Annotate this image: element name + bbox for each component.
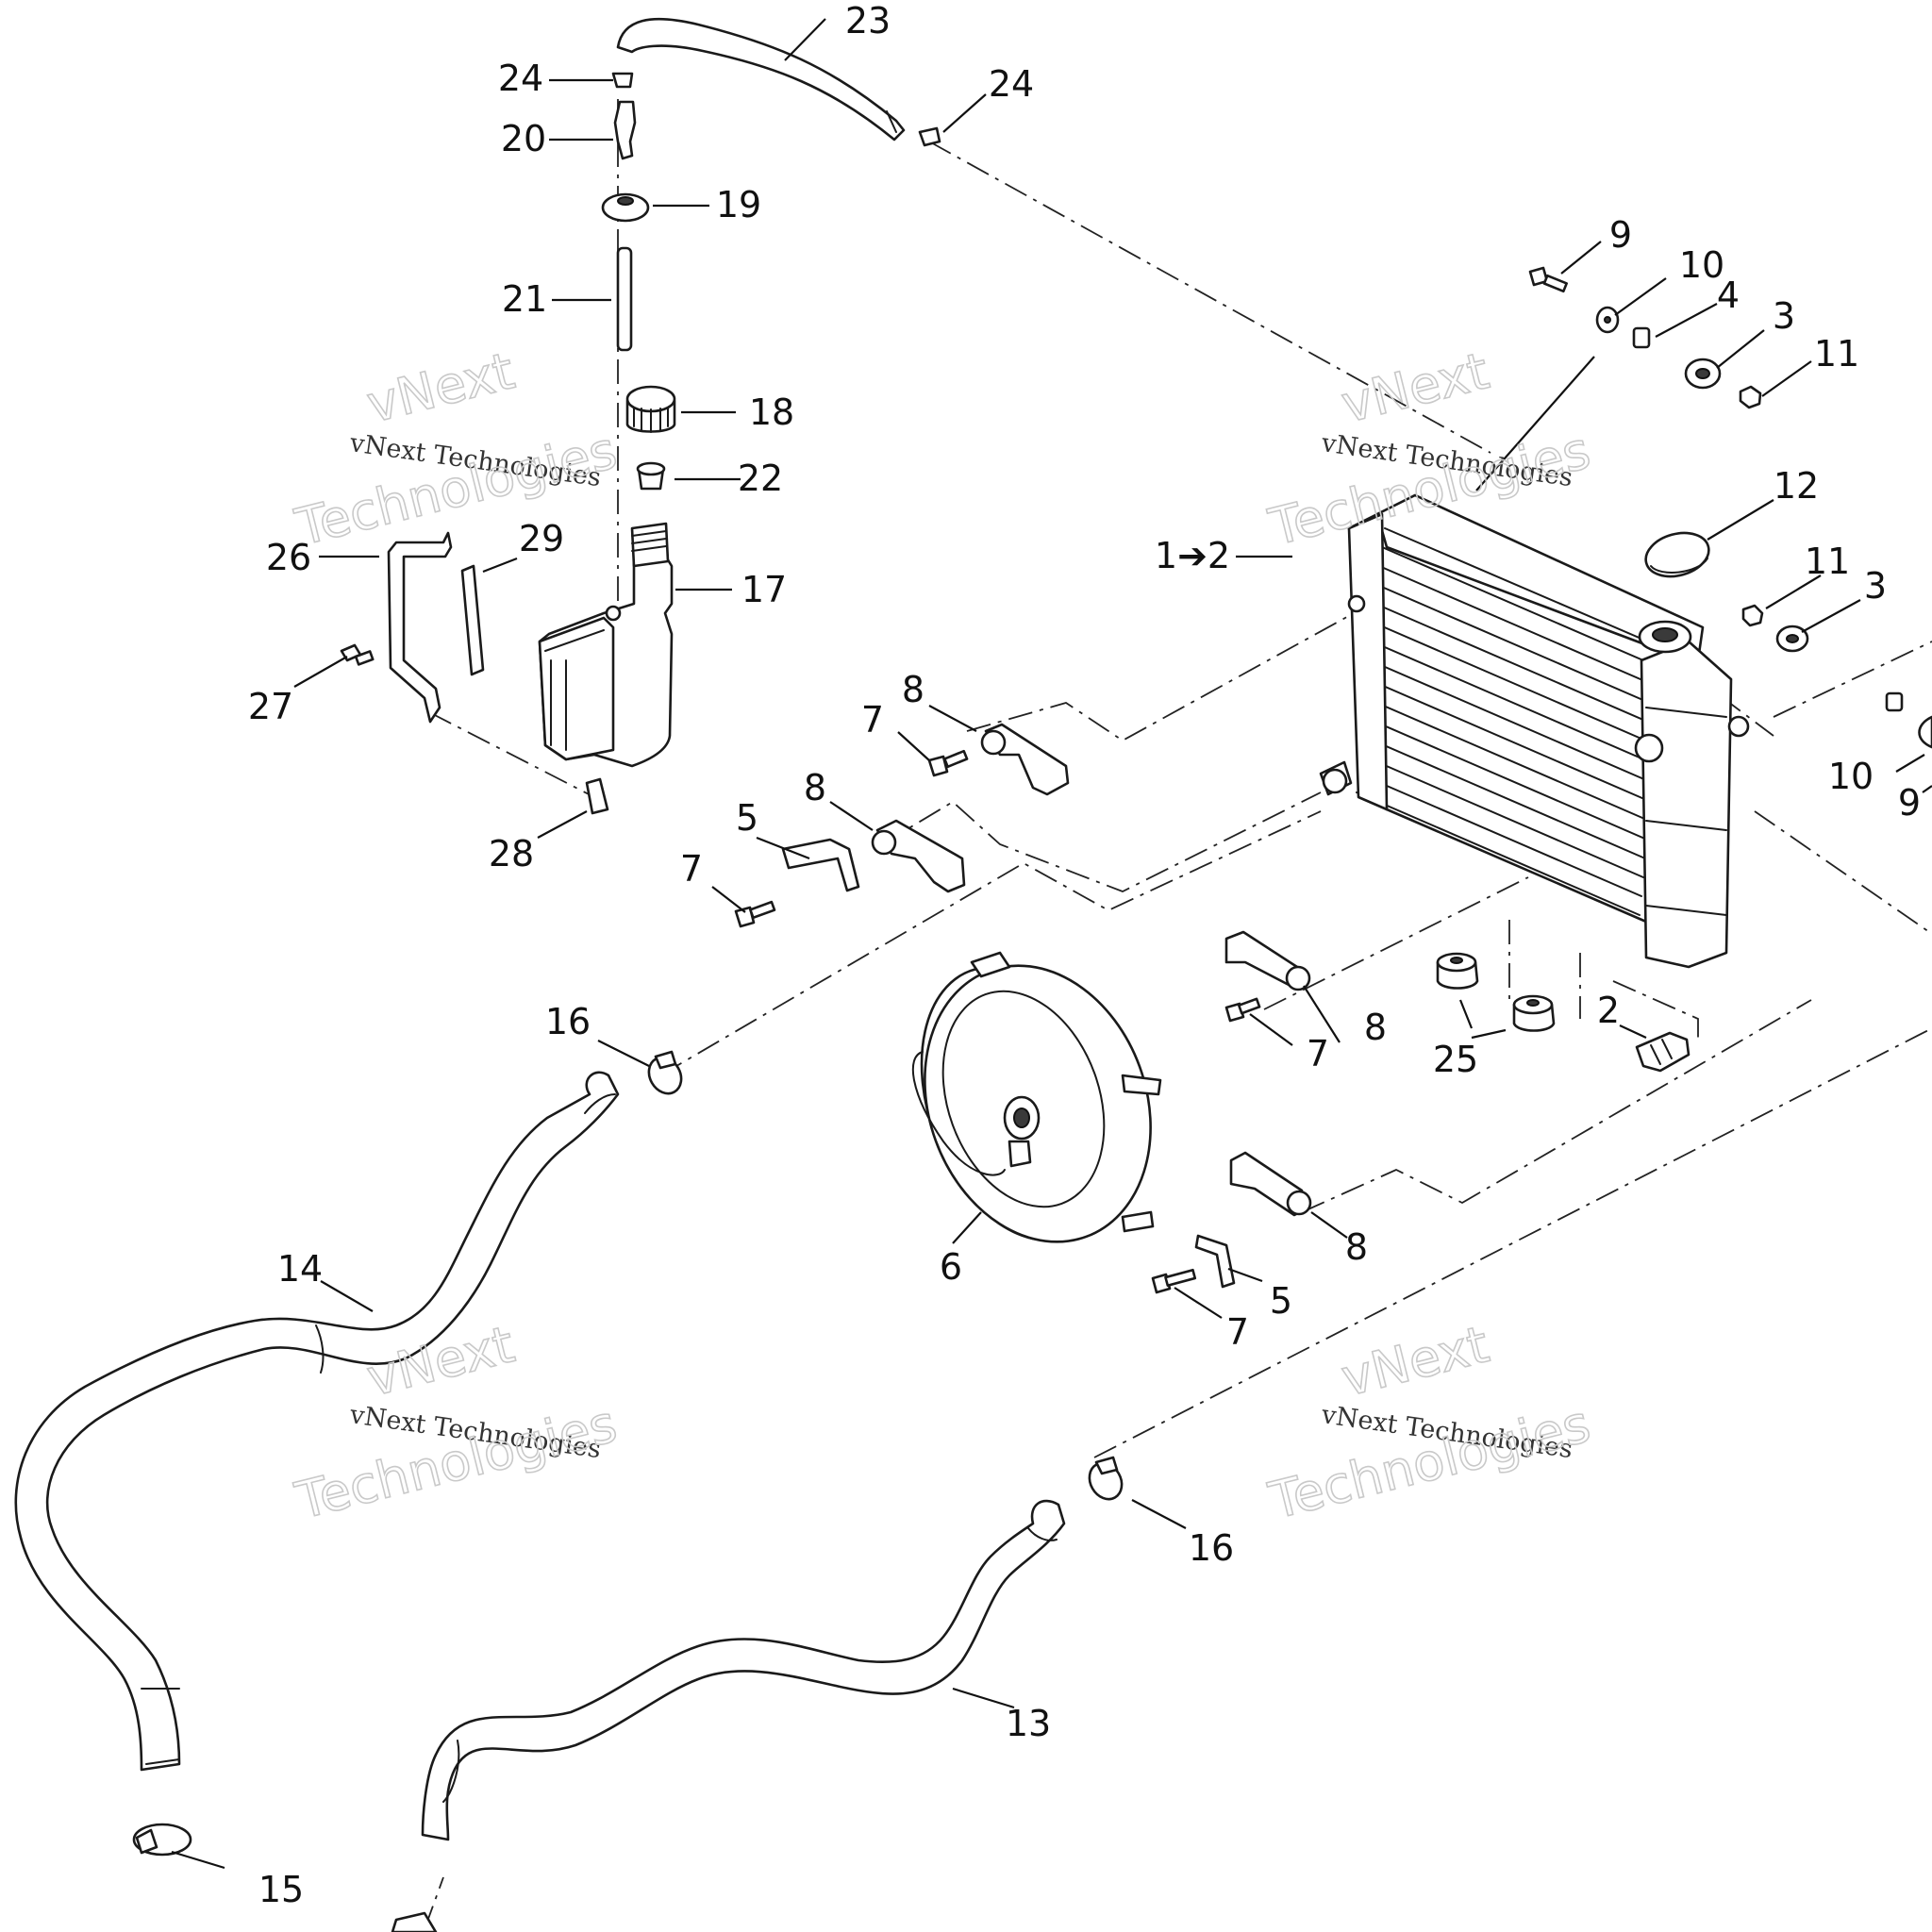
- hose-clamp-lower: [1088, 1456, 1124, 1501]
- callout-14: 14: [277, 1248, 323, 1290]
- callout-9-top: 9: [1609, 214, 1632, 256]
- callout-6: 6: [940, 1246, 962, 1288]
- spacer-right: [1885, 691, 1904, 712]
- hose-clamp-upper: [647, 1050, 683, 1095]
- strap-bolt: [340, 643, 375, 666]
- cooling-fan: [911, 951, 1162, 1243]
- breather-tube: [616, 246, 633, 352]
- callout-25: 25: [1433, 1039, 1478, 1080]
- coolant-reservoir: [538, 522, 674, 768]
- callout-labels: 23 24 24 20 19 21 18 22 17 26 29 27 28 9…: [248, 0, 1921, 1910]
- grommet: [601, 192, 650, 223]
- bracket-bottom: [1229, 1151, 1312, 1217]
- callout-10-right: 10: [1828, 756, 1874, 797]
- rubber-grommet-mid: [1775, 625, 1809, 653]
- callout-3-top: 3: [1773, 295, 1795, 337]
- radiator-hose-upper: [14, 1071, 620, 1772]
- spacer-top: [1632, 326, 1651, 349]
- bracket-mid: [871, 819, 966, 893]
- rubber-mount-right: [1512, 994, 1556, 1032]
- clip-nut: [585, 777, 609, 815]
- bolt-mid-left: [734, 900, 776, 928]
- mount-bolt-top: [1528, 266, 1568, 293]
- plate-bottom: [1194, 1234, 1236, 1289]
- hose-clamp-small-right: [918, 126, 941, 147]
- callout-13: 13: [1006, 1703, 1051, 1744]
- hose-clamp-bottom: [132, 1823, 192, 1857]
- callout-5-bottom: 5: [1270, 1280, 1292, 1322]
- callout-4: 4: [1717, 275, 1740, 316]
- rubber-grommet-top: [1684, 358, 1722, 390]
- watermark-vnext: vNext: [1336, 341, 1494, 434]
- washer-top: [1595, 306, 1620, 334]
- callout-27: 27: [248, 686, 293, 727]
- callout-2: 2: [1597, 990, 1620, 1031]
- callout-8-bottom: 8: [1345, 1226, 1368, 1268]
- callout-3-mid: 3: [1864, 565, 1887, 607]
- washer-right: [1918, 715, 1932, 749]
- bolt-lower-right: [1224, 997, 1261, 1023]
- callout-8-upper: 8: [902, 669, 924, 710]
- callout-8-right: 8: [1364, 1007, 1387, 1048]
- nut-mid: [1741, 604, 1764, 627]
- watermark-bottom-right: vNext vNext Technologies Technologies: [1262, 1314, 1596, 1532]
- radiator: [1319, 493, 1750, 969]
- hose-clamp-small-top: [611, 72, 634, 89]
- callout-24-left: 24: [498, 58, 543, 99]
- watermark-technologies: Technologies: [290, 421, 623, 558]
- plate-left: [781, 838, 860, 892]
- callout-16-upper: 16: [545, 1001, 591, 1042]
- callout-15: 15: [258, 1869, 304, 1910]
- callout-7-right: 7: [1307, 1033, 1329, 1074]
- callout-7-upper: 7: [861, 699, 884, 741]
- callout-5-left: 5: [736, 797, 758, 839]
- callout-26: 26: [266, 537, 311, 578]
- temperature-sensor: [1635, 1031, 1690, 1073]
- bolt-upper: [927, 749, 969, 777]
- callout-12: 12: [1774, 465, 1819, 507]
- callout-1-to-2: 1➔2: [1155, 535, 1230, 576]
- vent-fitting: [613, 100, 637, 160]
- callout-28: 28: [489, 833, 534, 874]
- leader-lines: [171, 18, 1932, 1870]
- callout-7-bottom: 7: [1226, 1311, 1249, 1353]
- radiator-cap: [1644, 531, 1710, 578]
- callout-23: 23: [845, 0, 891, 42]
- callout-17: 17: [741, 569, 787, 610]
- nut-top: [1739, 385, 1762, 409]
- reservoir-cap: [625, 385, 676, 433]
- callout-24-right: 24: [989, 63, 1034, 105]
- watermark-vnext: vNext: [1336, 1314, 1494, 1407]
- watermark-top-left: vNext vNext Technologies Technologies: [289, 341, 623, 558]
- radiator-hose-lower: [421, 1499, 1066, 1841]
- callout-19: 19: [716, 184, 761, 225]
- callout-29: 29: [519, 518, 564, 559]
- callout-11-mid: 11: [1805, 541, 1850, 582]
- callout-18: 18: [749, 391, 794, 433]
- rubber-mount-left: [1436, 952, 1479, 990]
- callout-16-lower: 16: [1189, 1527, 1234, 1569]
- callout-11-top: 11: [1814, 333, 1859, 375]
- callout-9-right: 9: [1898, 782, 1921, 824]
- bracket-upper: [980, 723, 1070, 796]
- callout-22: 22: [738, 458, 783, 499]
- callout-7-mid: 7: [680, 848, 703, 890]
- bolt-bottom: [1151, 1268, 1197, 1294]
- callout-20: 20: [501, 118, 546, 159]
- hose-clamp-bottom-center: [391, 1911, 438, 1932]
- overflow-hose: [616, 18, 906, 142]
- cap-adapter: [636, 461, 666, 491]
- watermark-vnext: vNext: [361, 341, 520, 434]
- bracket-lower-right: [1224, 930, 1311, 991]
- rubber-pad: [460, 564, 485, 676]
- callout-21: 21: [502, 278, 547, 320]
- callout-8-mid: 8: [804, 767, 826, 808]
- callout-10-top: 10: [1679, 244, 1724, 286]
- reservoir-strap: [387, 531, 453, 724]
